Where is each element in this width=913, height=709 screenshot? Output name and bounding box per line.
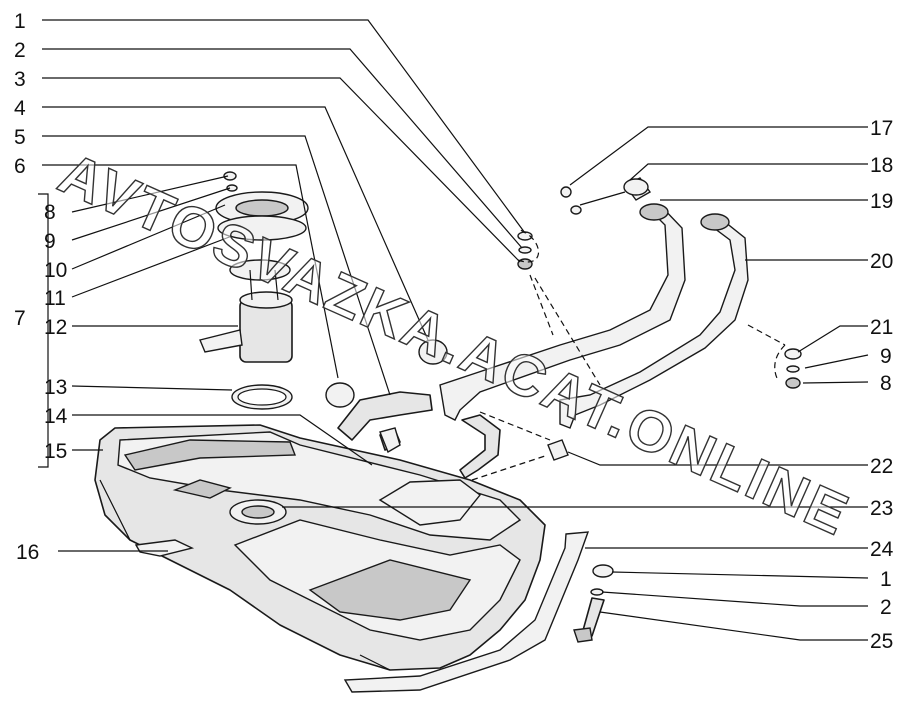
callout-right-17: 17 [870, 117, 893, 140]
callout-left-3: 3 [14, 68, 26, 91]
callout-left-5: 5 [14, 126, 26, 149]
callout-right-20: 20 [870, 250, 893, 273]
assembly-lines [471, 229, 786, 481]
callout-right-25: 25 [870, 630, 893, 653]
callout-left-4: 4 [14, 97, 26, 120]
callout-left-7: 7 [14, 307, 26, 330]
callout-left-8: 8 [44, 201, 56, 224]
callout-right-18: 18 [870, 154, 893, 177]
callout-right-23: 23 [870, 497, 893, 520]
left-callouts: 1 2 3 4 5 6 8 9 10 11 7 12 13 14 15 16 [14, 10, 68, 564]
callout-right-24: 24 [870, 538, 894, 561]
callout-left-10: 10 [44, 259, 67, 282]
callout-left-2: 2 [14, 39, 26, 62]
callout-right-1: 1 [880, 568, 892, 591]
callout-left-15: 15 [44, 440, 67, 463]
callout-left-16: 16 [16, 541, 39, 564]
callout-left-11: 11 [44, 287, 66, 310]
callout-left-9: 9 [44, 230, 56, 253]
callout-left-6: 6 [14, 155, 26, 178]
right-callouts: 17 18 19 20 21 9 8 22 23 24 1 2 25 [870, 117, 894, 653]
callout-right-8: 8 [880, 372, 892, 395]
callout-left-12: 12 [44, 316, 67, 339]
fuel-pump-assembly [199, 171, 309, 410]
small-hardware [517, 231, 802, 643]
callout-left-13: 13 [44, 376, 67, 399]
leader-lines [38, 19, 869, 641]
callout-right-22: 22 [870, 455, 893, 478]
callout-left-1: 1 [14, 10, 26, 33]
fuel-tank [94, 424, 546, 671]
callout-right-21: 21 [870, 316, 893, 339]
callout-left-14: 14 [44, 405, 68, 428]
filler-pipes [379, 177, 749, 479]
tank-straps [134, 531, 590, 693]
callout-right-2: 2 [880, 596, 892, 619]
callout-right-19: 19 [870, 190, 893, 213]
callout-right-9: 9 [880, 345, 892, 368]
